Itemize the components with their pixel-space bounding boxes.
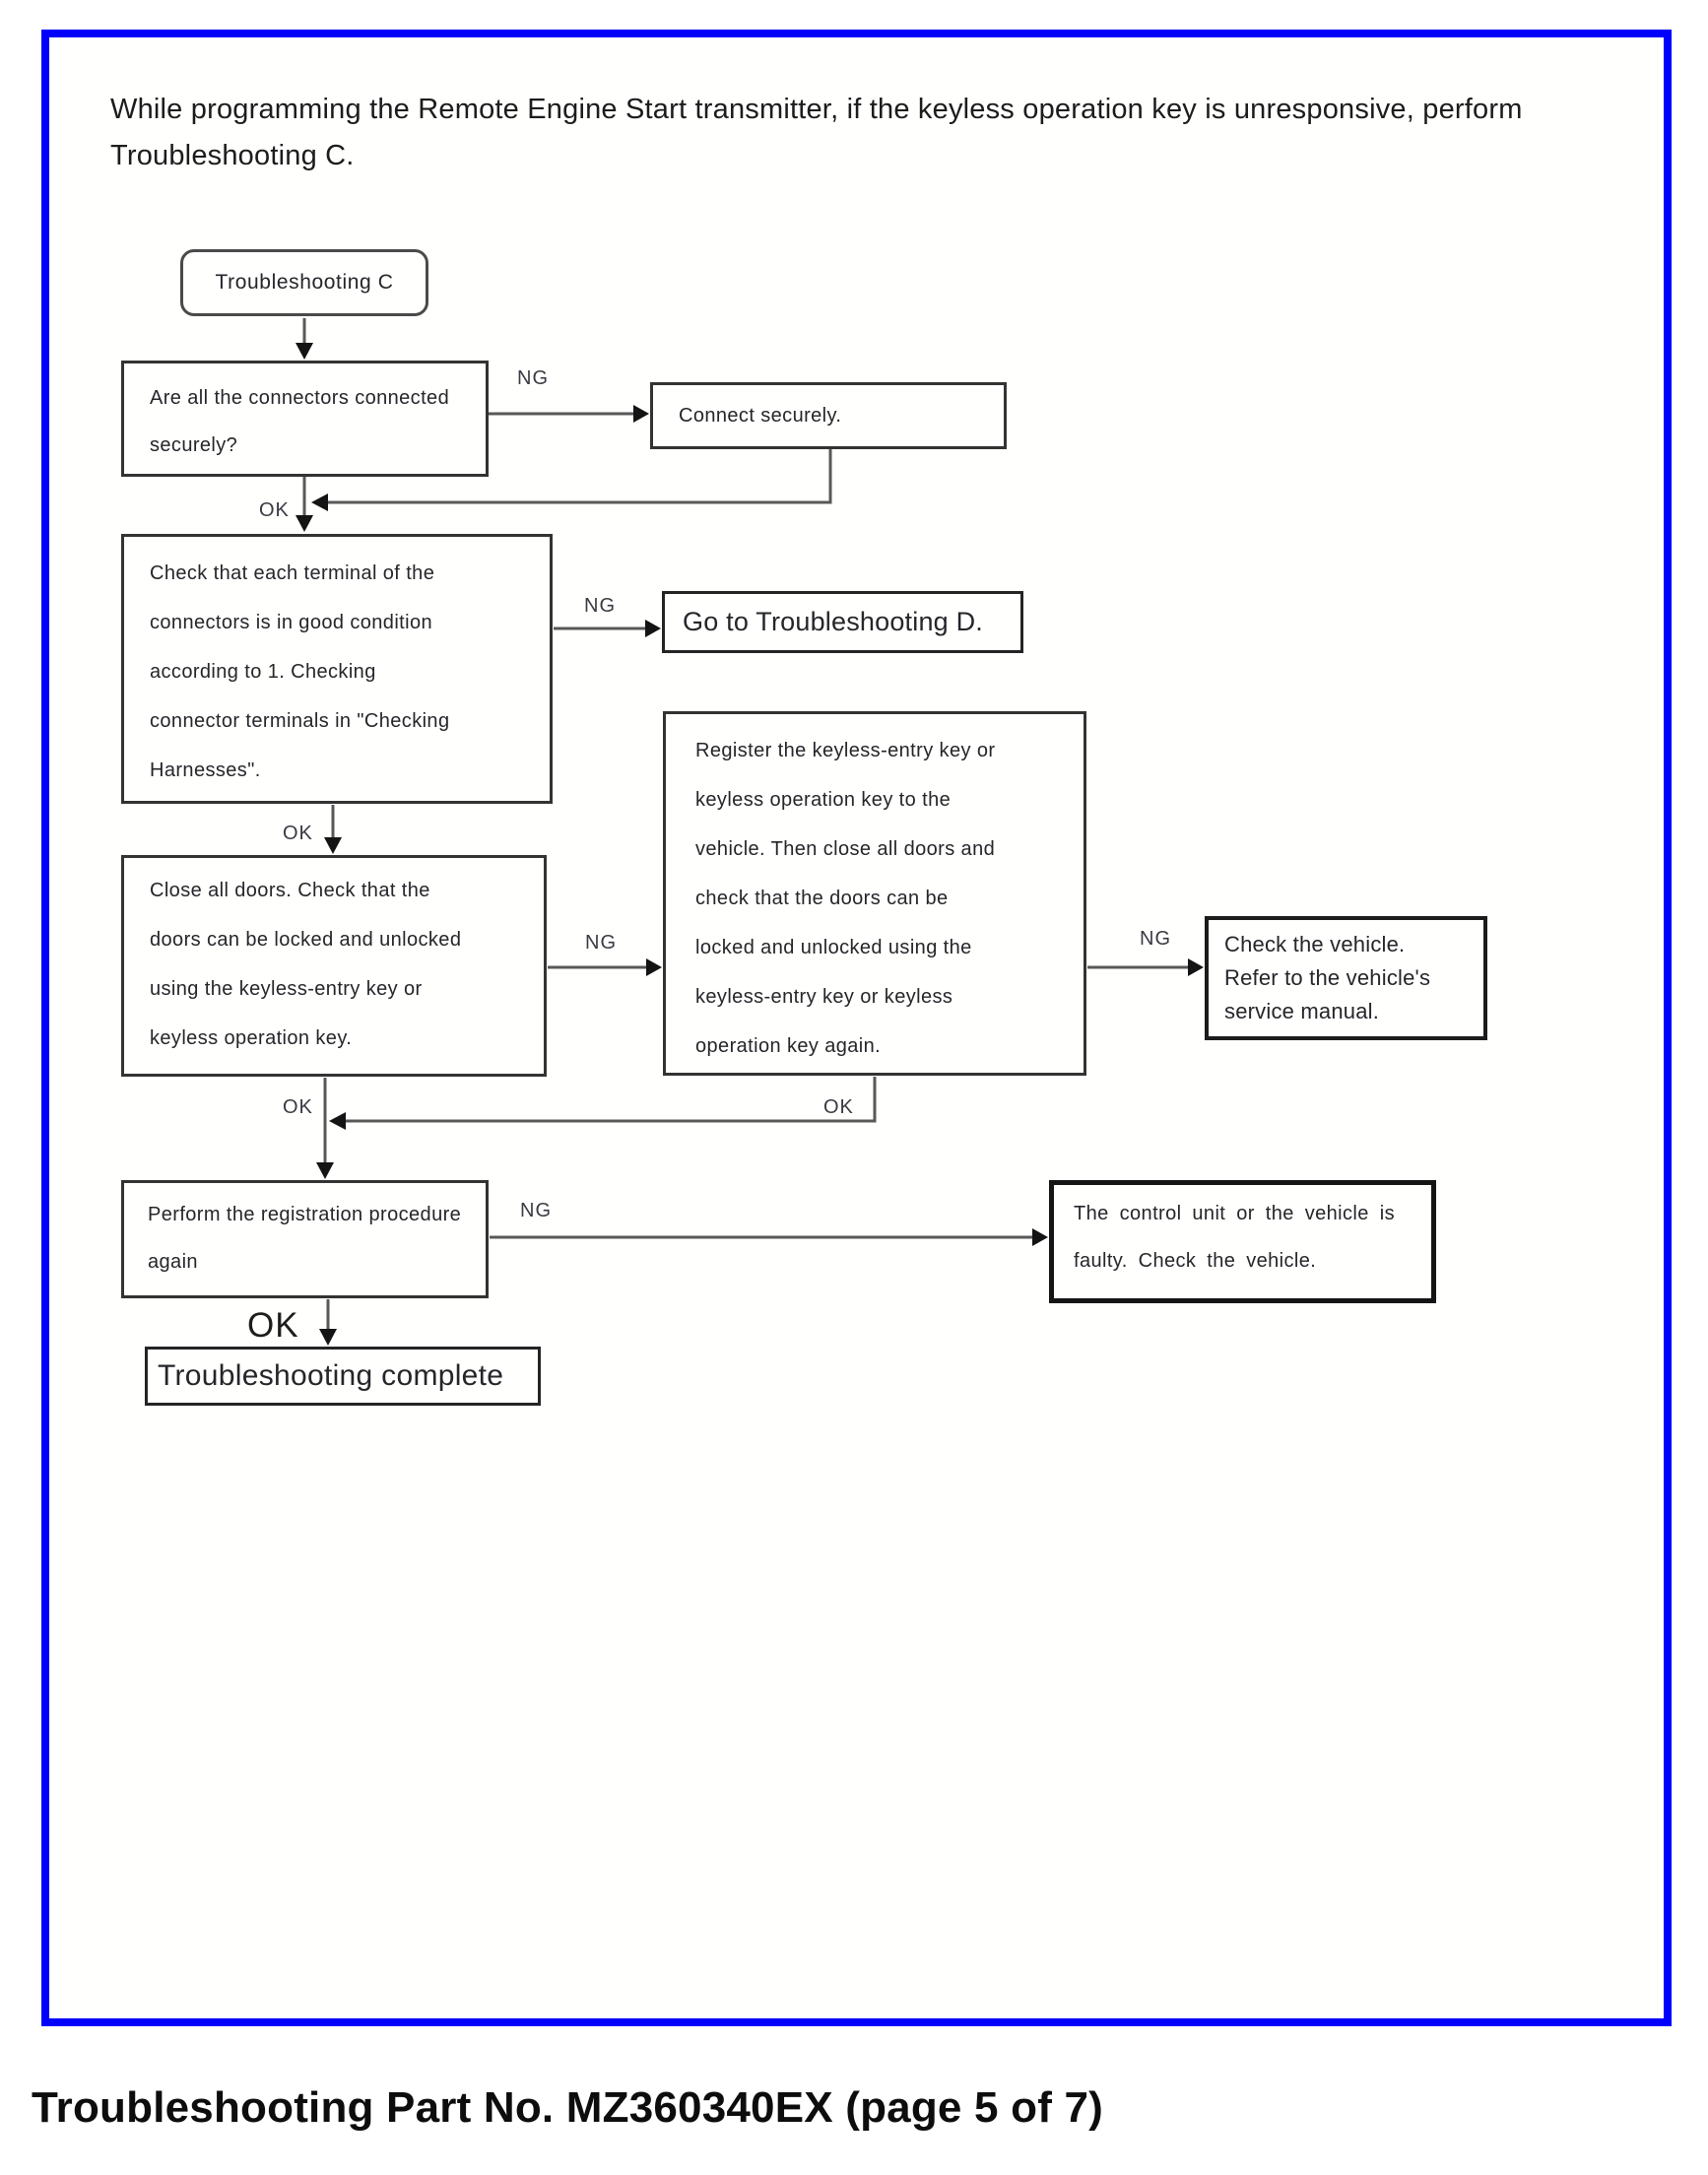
node-connect-securely: Connect securely. bbox=[650, 382, 1007, 449]
edge-label-ok-3: OK bbox=[823, 1096, 854, 1118]
node-perform-registration: Perform the registration procedure again bbox=[121, 1180, 489, 1298]
node-close-all-doors: Close all doors. Check that the doors ca… bbox=[121, 855, 547, 1077]
page-caption: Troubleshooting Part No. MZ360340EX (pag… bbox=[32, 2083, 1103, 2132]
edge-label-ok-2: OK bbox=[283, 823, 313, 844]
node-control-unit-faulty: The control unit or the vehicle is fault… bbox=[1049, 1180, 1436, 1303]
node-check-vehicle: Check the vehicle. Refer to the vehicle'… bbox=[1205, 916, 1487, 1040]
edge-label-ng-3: NG bbox=[585, 932, 617, 954]
node-troubleshooting-complete: Troubleshooting complete bbox=[145, 1347, 541, 1406]
node-connectors-question: Are all the connectors connected securel… bbox=[121, 361, 489, 477]
edge-label-ok-final: OK bbox=[247, 1306, 299, 1345]
edge-label-ng-4: NG bbox=[1140, 928, 1171, 950]
edge-label-ng-2: NG bbox=[584, 595, 616, 617]
node-check-terminals: Check that each terminal of the connecto… bbox=[121, 534, 553, 804]
node-register-key: Register the keyless-entry key or keyles… bbox=[663, 711, 1086, 1076]
intro-text: While programming the Remote Engine Star… bbox=[110, 94, 1523, 171]
edge-label-ok-1: OK bbox=[259, 499, 290, 521]
node-start: Troubleshooting C bbox=[180, 249, 428, 316]
edge-label-ng-5: NG bbox=[520, 1200, 552, 1221]
node-goto-troubleshooting-d: Go to Troubleshooting D. bbox=[662, 591, 1023, 653]
edge-label-ng-1: NG bbox=[517, 367, 549, 389]
edge-label-ok-4: OK bbox=[283, 1096, 313, 1118]
